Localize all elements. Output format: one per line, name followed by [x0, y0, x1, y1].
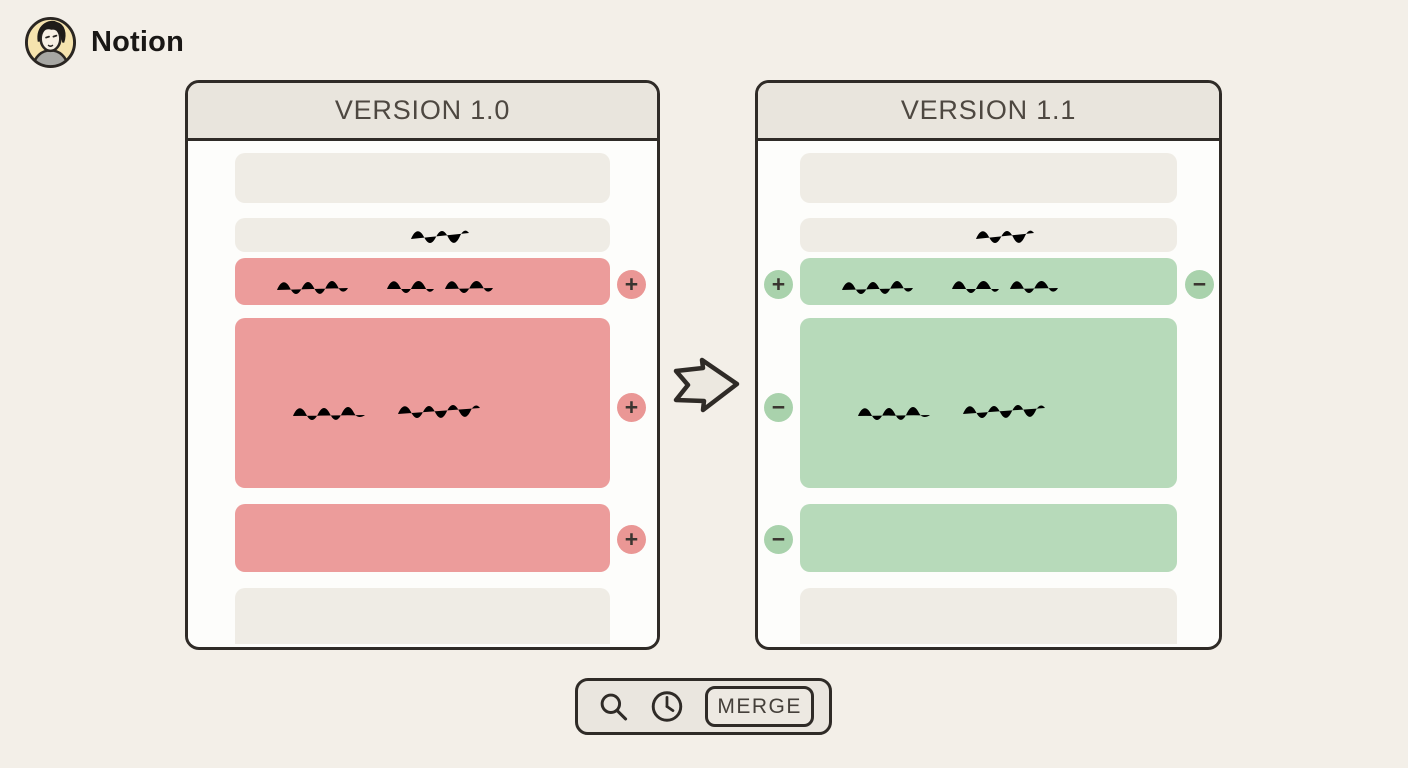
scribble-lines	[800, 504, 1175, 572]
scribble-lines	[800, 318, 1175, 488]
panel-header-v1-0: VERSION 1.0	[188, 83, 657, 141]
clock-icon[interactable]	[650, 688, 684, 725]
scribble-lines	[235, 504, 610, 572]
person-avatar-icon	[24, 16, 77, 69]
paragraph-block-unchanged	[235, 588, 610, 644]
panel-title: VERSION 1.0	[334, 95, 511, 125]
search-icon[interactable]	[598, 690, 629, 724]
scribble-lines	[800, 153, 1175, 203]
arrow-right-icon	[673, 357, 740, 413]
change-badge-plus[interactable]: +	[764, 270, 793, 299]
paragraph-block-unchanged	[800, 218, 1177, 252]
merge-button-label: MERGE	[717, 694, 802, 718]
paragraph-block-added	[800, 504, 1177, 572]
brand: Notion	[24, 16, 184, 69]
change-badge-plus[interactable]: +	[617, 393, 646, 422]
panel-version-1-0: VERSION 1.0 + + +	[185, 80, 660, 650]
scribble-lines	[800, 218, 1175, 252]
paragraph-block-removed	[235, 258, 610, 305]
change-badge-minus[interactable]: −	[764, 525, 793, 554]
scribble-lines	[235, 318, 610, 488]
change-badge-plus[interactable]: +	[617, 525, 646, 554]
scribble-lines	[235, 153, 610, 203]
change-badge-minus[interactable]: −	[764, 393, 793, 422]
change-badge-minus[interactable]: −	[1185, 270, 1214, 299]
panel-version-1-1: VERSION 1.1 + − − −	[755, 80, 1222, 650]
paragraph-block-added	[800, 318, 1177, 488]
paragraph-block-unchanged	[800, 153, 1177, 203]
change-badge-plus[interactable]: +	[617, 270, 646, 299]
panel-body-v1-1: + − − −	[758, 141, 1219, 644]
paragraph-block-unchanged	[800, 588, 1177, 644]
scribble-lines	[800, 258, 1175, 305]
paragraph-block-unchanged	[235, 218, 610, 252]
merge-toolbar: MERGE	[575, 678, 832, 735]
panel-body-v1-0: + + +	[188, 141, 657, 644]
panel-header-v1-1: VERSION 1.1	[758, 83, 1219, 141]
paragraph-block-added	[800, 258, 1177, 305]
scribble-lines	[235, 588, 610, 644]
scribble-lines	[800, 588, 1175, 644]
paragraph-block-unchanged	[235, 153, 610, 203]
brand-name: Notion	[91, 26, 185, 58]
scribble-lines	[235, 218, 610, 252]
panel-title: VERSION 1.1	[900, 95, 1077, 125]
merge-button[interactable]: MERGE	[705, 686, 814, 727]
scribble-lines	[235, 258, 610, 305]
paragraph-block-removed	[235, 504, 610, 572]
paragraph-block-removed	[235, 318, 610, 488]
